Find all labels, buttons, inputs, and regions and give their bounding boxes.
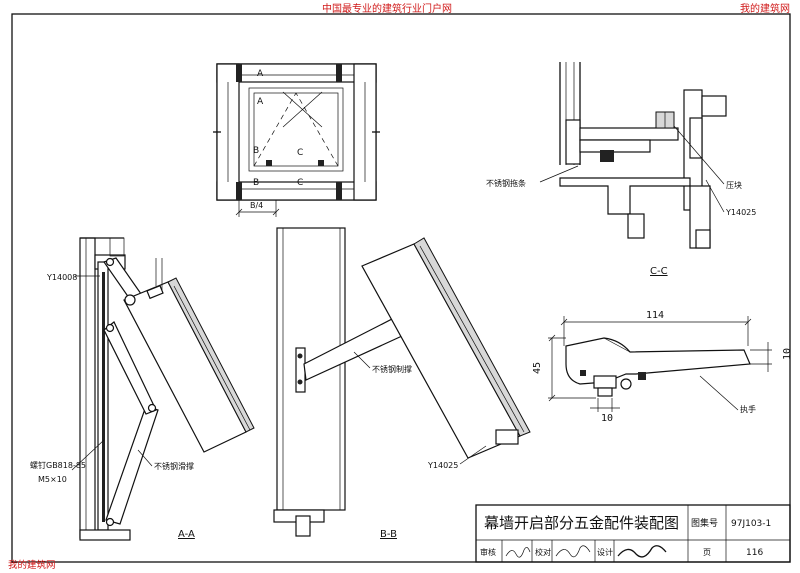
handle-label: 执手	[740, 404, 756, 414]
check-signature	[555, 545, 591, 558]
section-b-b: 不锈钢制撑 Y14025 B-B	[273, 227, 531, 540]
mark-a-top: A	[257, 69, 264, 79]
handle-detail: 114 45 10 10 执手	[532, 310, 793, 424]
mark-b-mid: B	[253, 146, 259, 156]
mark-c-mid: C	[297, 148, 303, 158]
bb-profile-label: Y14025	[427, 461, 458, 470]
aa-screw-size: M5×10	[38, 475, 67, 484]
review-label: 审核	[480, 547, 496, 557]
handle-dim-tip: 10	[782, 348, 793, 360]
check-label: 校对	[535, 547, 551, 557]
handle-body	[565, 337, 751, 385]
aa-screw-label: 螺钉GB818-85	[30, 460, 86, 470]
section-c-c: 不锈钢拖条 压块 Y14025 C-C	[486, 62, 756, 277]
site-header-right: 我的建筑网	[740, 4, 790, 15]
cc-block-label: 压块	[726, 180, 742, 190]
review-signature	[505, 547, 531, 558]
window-elevation: A A B B C C B/4	[213, 63, 380, 217]
aa-section-title: A-A	[178, 529, 195, 540]
site-header-center: 中国最专业的建筑行业门户网	[322, 4, 452, 15]
atlas-no-label: 图集号	[691, 517, 718, 529]
page-label: 页	[703, 548, 711, 557]
atlas-number: 97J103-1	[731, 519, 771, 529]
aa-profile-label: Y14008	[46, 273, 77, 282]
cc-profile-label: Y14025	[725, 208, 756, 217]
aa-opened-sash	[123, 277, 255, 453]
site-footer-left: 我的建筑网	[8, 560, 56, 571]
mark-b-bot: B	[253, 178, 259, 188]
section-a-a: Y14008 螺钉GB818-85 M5×10 不锈钢滑撑 A-A	[30, 237, 255, 541]
handle-dim-base: 10	[601, 413, 613, 424]
page-number: 116	[746, 548, 763, 558]
aa-stay-label: 不锈钢滑撑	[154, 461, 194, 471]
mark-a-mid: A	[257, 97, 264, 107]
handle-dim-height: 45	[532, 362, 543, 374]
mark-c-bot: C	[297, 178, 303, 188]
bb-section-title: B-B	[380, 529, 397, 540]
design-signature	[617, 545, 667, 558]
bb-opened-sash	[361, 237, 531, 459]
design-label: 设计	[597, 547, 613, 557]
cc-strip-label: 不锈钢拖条	[486, 178, 526, 188]
title-block: 幕墙开启部分五金配件装配图 图集号 97J103-1 审核 校对 设计 页 11…	[475, 504, 791, 563]
cc-section-title: C-C	[650, 266, 668, 277]
handle-dim-length: 114	[646, 310, 664, 321]
aa-mullion	[79, 237, 96, 539]
bb-arm-label: 不锈钢制撑	[372, 364, 412, 374]
dim-b-quarter: B/4	[250, 201, 263, 210]
drawing-title: 幕墙开启部分五金配件装配图	[484, 514, 679, 532]
cc-frame-profile	[559, 177, 691, 215]
